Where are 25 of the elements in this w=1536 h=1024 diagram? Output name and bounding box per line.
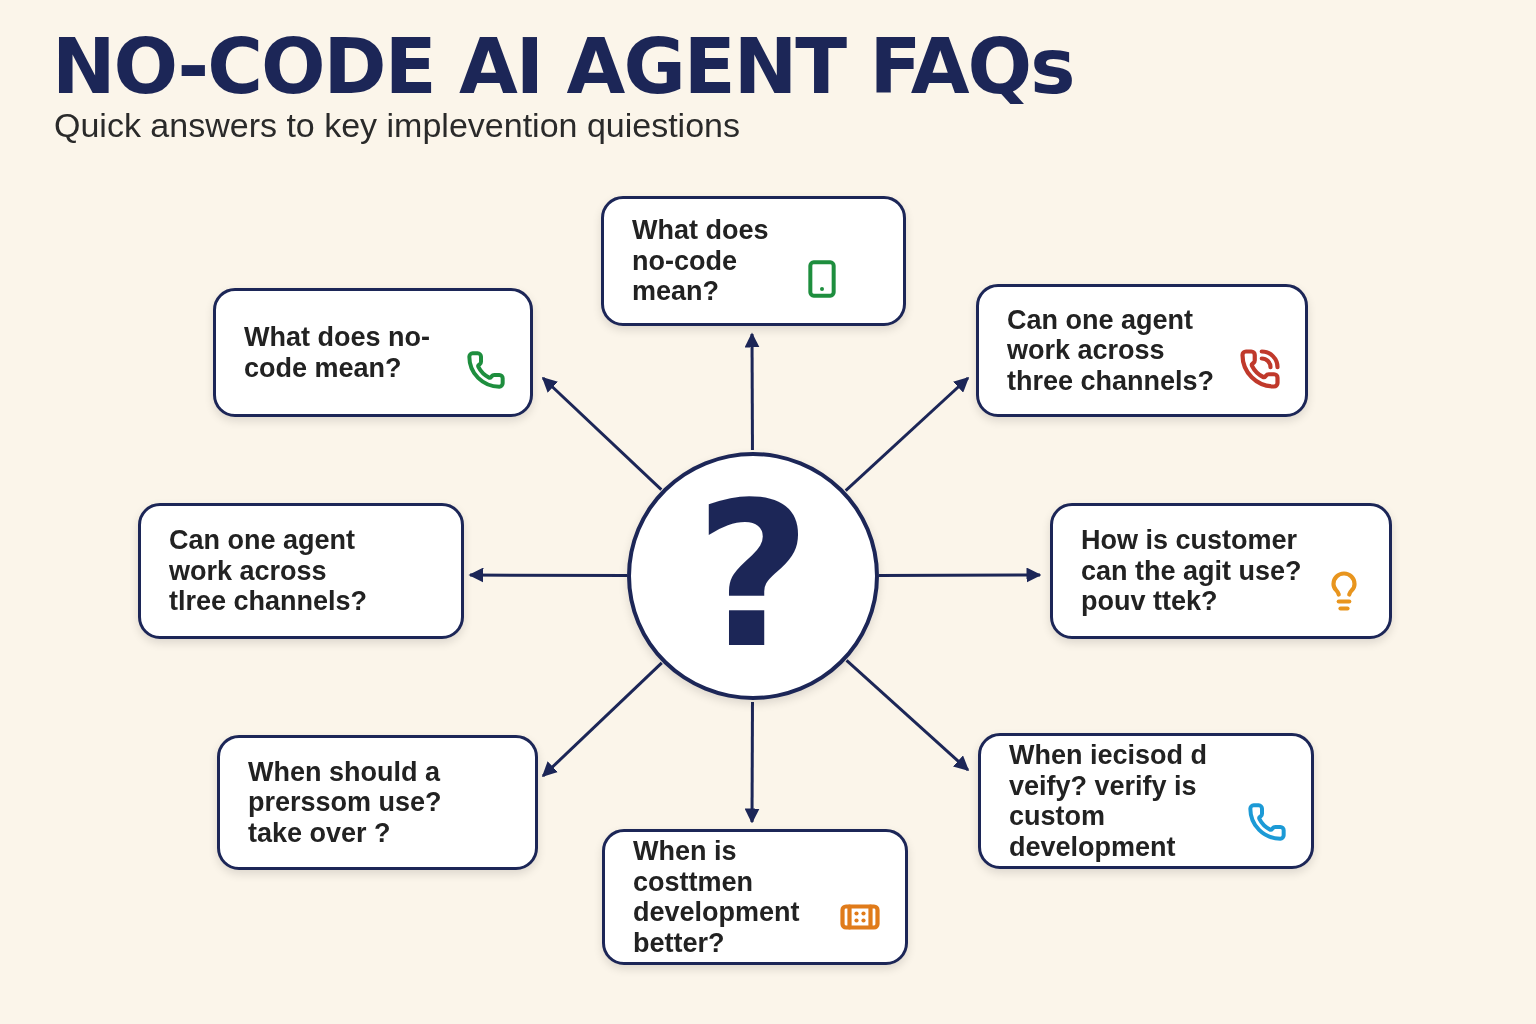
question-text: When iecisod d veify? verify is custom development — [1009, 740, 1209, 862]
arrow — [844, 376, 970, 492]
arrow — [744, 332, 760, 450]
question-card — [1050, 503, 1392, 639]
question-text: When is costtmen development better? — [633, 836, 801, 958]
arrow — [845, 659, 970, 772]
question-text: When should a prerssom use? take over ? — [248, 756, 443, 849]
question-card — [217, 735, 538, 870]
question-card — [602, 829, 908, 965]
question-text: Can one agent work across three channels? — [1007, 304, 1216, 397]
question-card — [978, 733, 1314, 869]
question-card — [976, 284, 1308, 417]
arrow — [744, 702, 760, 824]
arrow — [541, 661, 663, 778]
question-text: How is customer can the agit use? pouv ttek? — [1081, 525, 1303, 617]
question-card — [213, 288, 533, 417]
arrow — [541, 376, 663, 491]
question-text: Can one agent work across tlree channels? — [169, 525, 369, 617]
arrow — [879, 567, 1042, 583]
question-text: What does no-code mean? — [244, 322, 431, 383]
question-text: What does no-code mean? — [632, 215, 770, 307]
arrow — [468, 567, 627, 583]
question-mark: ? — [695, 476, 811, 676]
question-card — [601, 196, 906, 326]
question-card — [138, 503, 464, 639]
